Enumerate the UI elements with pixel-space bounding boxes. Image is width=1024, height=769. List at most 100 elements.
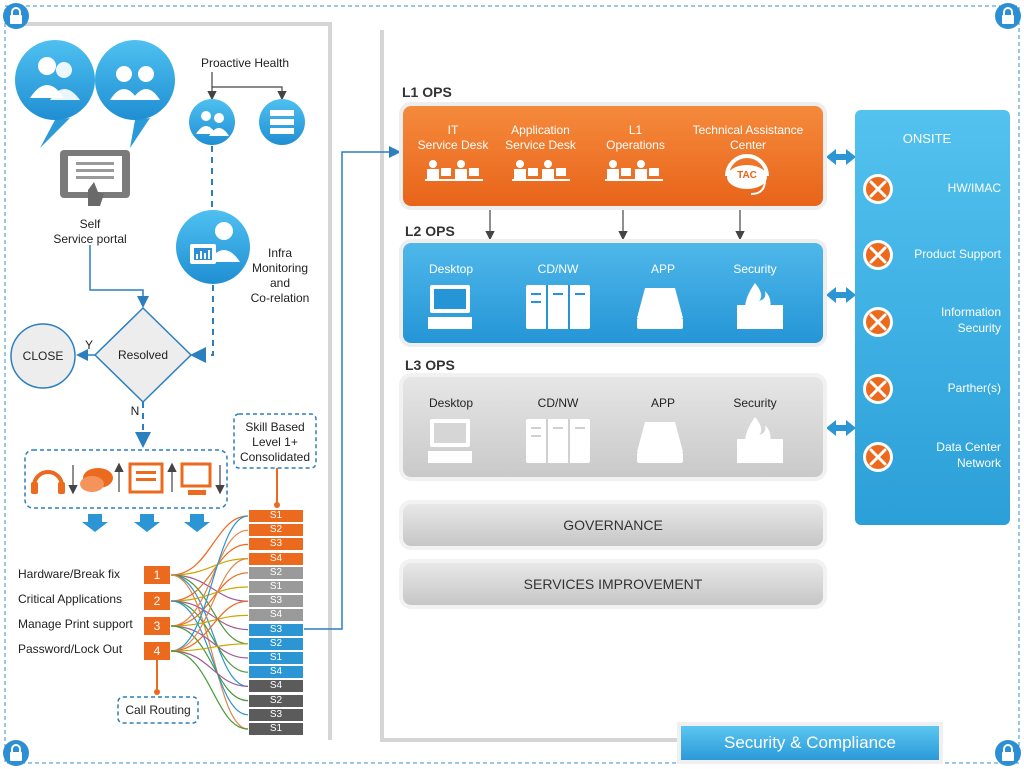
routing-line <box>170 625 249 659</box>
call-routing-box <box>117 696 199 724</box>
routing-line <box>170 600 249 652</box>
firewall-icon <box>737 283 783 329</box>
routing-line <box>170 643 249 652</box>
routing-line <box>170 650 249 730</box>
tools-icon <box>863 374 893 404</box>
routing-line <box>170 574 249 730</box>
l2-icons <box>428 283 783 329</box>
skill-stack-cell: S3 <box>249 708 303 721</box>
tools-icon <box>863 442 893 472</box>
l2-ops-title: L2 OPS <box>405 223 455 239</box>
l1-ops-title: L1 OPS <box>402 84 452 100</box>
call-routing-label: Call Routing <box>125 703 191 717</box>
routing-line <box>170 515 249 576</box>
onsite-item: Parther(s) <box>861 372 1006 412</box>
self-service-label: Self Service portal <box>53 217 127 246</box>
firewall-icon <box>737 417 783 463</box>
close-label: CLOSE <box>22 349 64 363</box>
skill-stack-cell: S2 <box>249 566 303 579</box>
desktop-icon <box>428 285 472 329</box>
server-rack-icon <box>526 419 590 463</box>
agent-desk-icon <box>425 160 483 181</box>
routing-line <box>170 586 249 602</box>
support-team-icon <box>189 99 235 145</box>
lock-icon <box>995 3 1021 29</box>
server-icon <box>259 99 305 145</box>
desktop-icon <box>428 419 472 463</box>
onsite-title: ONSITE <box>902 131 952 146</box>
users-bubble-icon <box>15 40 95 148</box>
category-label: Critical Applications <box>18 592 123 606</box>
server-rack-icon <box>526 285 590 329</box>
skill-stack-cell: S3 <box>249 595 303 608</box>
category-number: 2 <box>144 592 170 610</box>
skill-stack-cell: S1 <box>249 581 303 593</box>
routing-line <box>170 625 249 702</box>
routing-lines <box>170 515 249 730</box>
l3-item-label: Security <box>733 396 777 410</box>
double-arrow <box>826 149 856 436</box>
app-drive-icon <box>637 288 683 329</box>
right-panel-frame <box>380 30 680 742</box>
routing-line <box>170 543 249 602</box>
l3-item-label: Desktop <box>428 396 474 410</box>
category-label: Manage Print support <box>18 617 133 631</box>
skill-stack-cell: S2 <box>249 694 303 707</box>
skill-stack-cell: S4 <box>249 680 303 693</box>
monitoring-icon <box>176 210 250 284</box>
l3-item-label: APP <box>650 396 675 410</box>
skill-stack-cell: S1 <box>249 510 303 522</box>
services-improvement-bar: SERVICES IMPROVEMENT <box>403 563 823 605</box>
agent-desk-icon <box>605 160 663 181</box>
tac-label: TAC <box>737 170 757 181</box>
onsite-item: Product Support <box>861 238 1006 278</box>
skill-stack-cell: S2 <box>249 524 303 537</box>
routing-line <box>170 614 249 627</box>
routing-line <box>170 515 249 652</box>
onsite-item-label: Product Support <box>914 247 1001 261</box>
no-label: N <box>130 404 140 418</box>
routing-line <box>170 600 249 716</box>
app-drive-icon <box>637 422 683 463</box>
resolved-label: Resolved <box>117 348 169 362</box>
computer-icon <box>180 462 212 495</box>
routing-line <box>170 574 249 687</box>
routing-line <box>170 572 249 627</box>
routing-line <box>170 558 249 576</box>
onsite-panel: ONSITE HW/IMAC Product Support Informati… <box>855 110 1010 525</box>
routing-line <box>170 529 249 627</box>
infra-monitoring-label: Infra Monitoring and Co-relation <box>250 246 310 305</box>
l3-ops-panel: Desktop CD/NW APP Security <box>403 377 823 477</box>
l2-ops-panel: Desktop CD/NW APP Security <box>403 243 823 343</box>
skill-stack-cell: S4 <box>249 609 303 622</box>
skill-stack-cell: S2 <box>249 637 303 650</box>
skill-stack-cell: S3 <box>249 538 303 551</box>
tablet-icon <box>60 150 130 206</box>
routing-line <box>170 574 249 645</box>
security-compliance-bar: Security & Compliance <box>681 726 939 760</box>
chat-icon <box>80 468 113 492</box>
category-number: 1 <box>144 566 170 584</box>
skill-based-box <box>233 413 317 469</box>
agent-desk-icon <box>512 160 570 181</box>
outer-frame <box>4 5 1020 764</box>
onsite-item-label: HW/IMAC <box>947 181 1001 195</box>
l2-item-label: Security <box>733 262 777 276</box>
routing-line <box>170 650 249 687</box>
routing-line <box>170 600 249 673</box>
onsite-item-label: Parther(s) <box>947 381 1001 395</box>
l3-icons <box>428 417 783 463</box>
category-number: 4 <box>144 642 170 660</box>
skill-stack-cell: S4 <box>249 666 303 679</box>
lock-icon <box>3 3 29 29</box>
onsite-item: HW/IMAC <box>861 172 1006 212</box>
yes-label: Y <box>84 338 93 352</box>
governance-bar: GOVERNANCE <box>403 504 823 546</box>
lock-icon <box>3 740 29 766</box>
